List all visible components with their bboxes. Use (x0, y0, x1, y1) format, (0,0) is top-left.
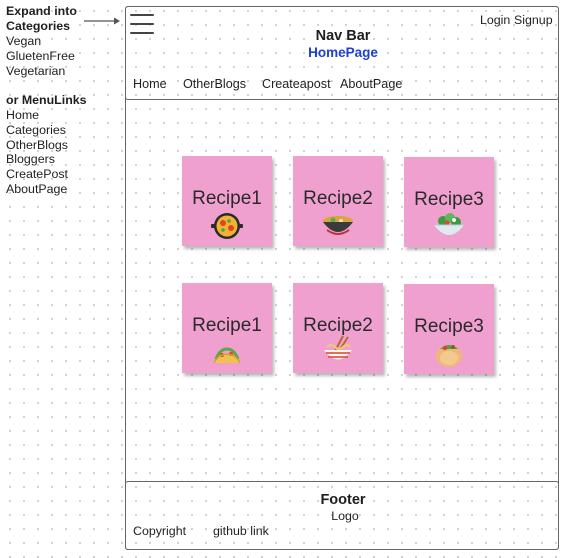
footer-logo: Logo (331, 509, 359, 523)
expand-annotation: Expand into Categories (6, 4, 77, 34)
hamburger-menu-icon[interactable] (130, 14, 154, 41)
signup-link[interactable]: Signup (514, 13, 553, 27)
nav-link-home[interactable]: Home (133, 77, 167, 91)
menu-link-item: CreatePost (6, 167, 68, 182)
github-link[interactable]: github link (213, 524, 269, 538)
recipe-card[interactable]: Recipe1 (182, 283, 272, 373)
menu-link-item: OtherBlogs (6, 137, 68, 152)
salad-icon (434, 213, 464, 235)
menu-link-item: AboutPage (6, 181, 68, 196)
page-title: HomePage (308, 45, 378, 60)
recipe-card[interactable]: Recipe3 (404, 284, 494, 374)
recipe-card-title: Recipe3 (414, 189, 484, 210)
menu-links-list: Home Categories OtherBlogs Bloggers Crea… (6, 108, 68, 197)
login-link[interactable]: Login (480, 13, 511, 27)
recipe-card[interactable]: Recipe2 (293, 156, 383, 246)
noodle-bowl-icon (324, 335, 352, 360)
recipe-card[interactable]: Recipe3 (404, 157, 494, 247)
footer-title: Footer (320, 492, 366, 508)
nav-link-other-blogs[interactable]: OtherBlogs (183, 77, 246, 91)
nav-link-create-post[interactable]: Createapost (262, 77, 331, 91)
category-list: Vegan GluetenFree Vegetarian (6, 34, 75, 78)
category-item: Vegetarian (6, 63, 66, 78)
annotation-arrow-icon (84, 17, 120, 25)
paella-icon (211, 213, 243, 239)
stuffed-flatbread-icon (436, 345, 462, 367)
nav-bar (125, 6, 559, 100)
menu-link-item: Bloggers (6, 152, 55, 167)
footer (125, 481, 559, 550)
expand-annotation-line2: Categories (6, 18, 71, 33)
recipe-card-title: Recipe1 (192, 188, 262, 209)
recipe-card-title: Recipe2 (303, 315, 373, 336)
copyright-text: Copyright (133, 524, 187, 538)
nav-bar-title: Nav Bar (315, 28, 371, 44)
expand-annotation-line1: Expand into (6, 4, 77, 18)
category-item: Vegan (6, 34, 42, 48)
soup-bowl-icon (323, 216, 353, 235)
recipe-card[interactable]: Recipe1 (182, 156, 272, 246)
nav-link-about[interactable]: AboutPage (340, 77, 403, 91)
recipe-card-title: Recipe3 (414, 316, 484, 337)
recipe-card-title: Recipe1 (192, 315, 262, 336)
recipe-card-title: Recipe2 (303, 188, 373, 209)
recipe-card[interactable]: Recipe2 (293, 283, 383, 373)
category-item: GluetenFree (6, 48, 75, 63)
menu-link-item: Home (6, 108, 40, 122)
taco-icon (213, 347, 241, 364)
menu-links-heading: or MenuLinks (6, 93, 87, 107)
menu-link-item: Categories (6, 122, 66, 137)
